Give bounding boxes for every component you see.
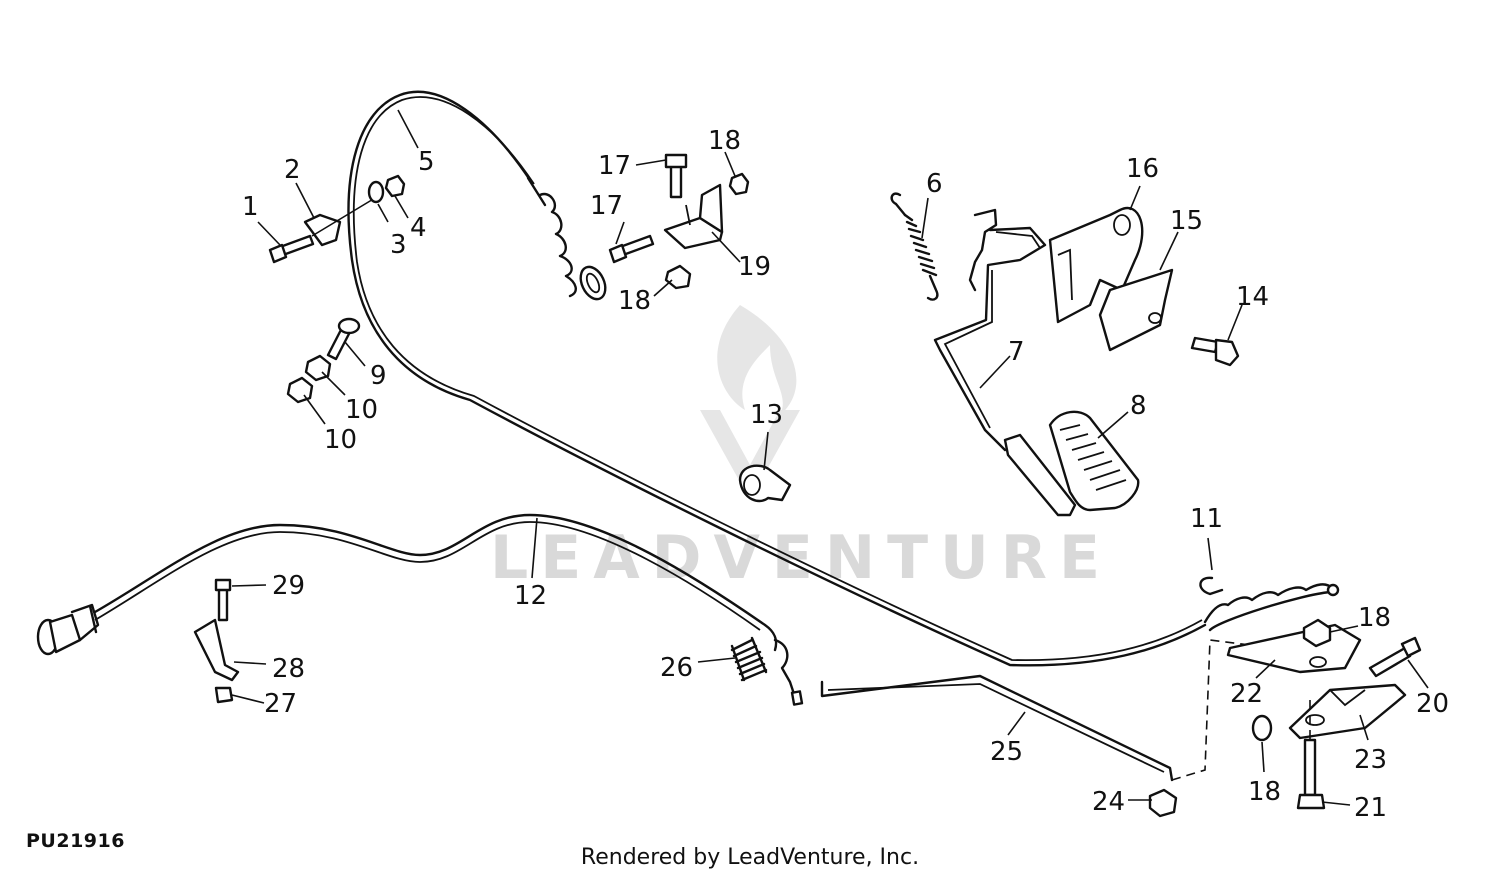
bolt-17-a (664, 153, 688, 199)
watermark: LEADVENTURE (490, 305, 1112, 593)
nut-18-b (664, 264, 692, 290)
leader-lines (231, 109, 1429, 806)
callout-28: 28 (272, 654, 305, 684)
nut-24 (1148, 788, 1178, 818)
nut-18-d (1302, 618, 1332, 648)
spring-6 (890, 192, 939, 301)
callout-10-a: 10 (345, 395, 378, 425)
cable-12-end (773, 638, 804, 706)
rod-25 (820, 674, 1174, 782)
callout-5: 5 (418, 147, 435, 177)
plate-15 (1098, 268, 1174, 352)
callout-3: 3 (390, 230, 407, 260)
callout-26: 26 (660, 653, 693, 683)
callout-labels: 1 2 3 4 5 6 7 8 9 10 10 11 12 13 14 15 1… (242, 126, 1449, 823)
callout-13: 13 (750, 400, 783, 430)
bolt-17-b (608, 234, 655, 264)
callout-24: 24 (1092, 787, 1125, 817)
bolt-14 (1190, 336, 1240, 367)
choke-knob (36, 603, 100, 656)
cable-12 (93, 513, 778, 652)
spring-cable-right (1203, 583, 1340, 632)
footer-credit: Rendered by LeadVenture, Inc. (580, 845, 920, 870)
callout-18-a: 18 (708, 126, 741, 156)
callout-2: 2 (284, 155, 301, 185)
callout-19: 19 (738, 252, 771, 282)
callout-17-a: 17 (598, 151, 631, 181)
pedal-pad-8 (1048, 410, 1140, 512)
bracket-19 (663, 183, 724, 250)
clip-11 (1199, 576, 1224, 596)
callout-15: 15 (1170, 206, 1203, 236)
cable-5 (347, 90, 1207, 667)
callout-18-d: 18 (1358, 603, 1391, 633)
bolt-20 (1368, 636, 1422, 678)
callout-1: 1 (242, 192, 259, 222)
callout-23: 23 (1354, 745, 1387, 775)
callout-22: 22 (1230, 679, 1263, 709)
washer-18-c (1251, 714, 1273, 742)
nut-10-b (286, 376, 314, 404)
callout-11: 11 (1190, 504, 1223, 534)
watermark-text: LEADVENTURE (490, 523, 1112, 593)
bolt-9 (326, 317, 361, 361)
callout-27: 27 (264, 689, 297, 719)
bolt-21 (1296, 738, 1326, 810)
callout-16: 16 (1126, 154, 1159, 184)
clamp-13 (738, 464, 792, 503)
callout-9: 9 (370, 361, 387, 391)
nut-18-a (728, 172, 750, 196)
spring-26 (730, 636, 768, 682)
callout-8: 8 (1130, 391, 1147, 421)
bracket-23 (1288, 683, 1407, 740)
nut-4 (384, 174, 406, 198)
callout-14: 14 (1236, 282, 1269, 312)
drawing-id: PU21916 (26, 830, 125, 852)
callout-25: 25 (990, 737, 1023, 767)
bolt-1 (268, 234, 315, 264)
callout-12: 12 (514, 581, 547, 611)
callout-21: 21 (1354, 793, 1387, 823)
bracket-16 (1048, 206, 1144, 324)
pedal-lever-7 (933, 208, 1077, 517)
bracket-22 (1226, 623, 1362, 674)
callout-18-b: 18 (618, 286, 651, 316)
callout-17-b: 17 (590, 191, 623, 221)
bracket-28 (193, 578, 240, 704)
callout-20: 20 (1416, 689, 1449, 719)
cable-5-end (526, 176, 607, 301)
callout-10-b: 10 (324, 425, 357, 455)
callout-18-c: 18 (1248, 777, 1281, 807)
callout-6: 6 (926, 169, 943, 199)
callout-29: 29 (272, 571, 305, 601)
callout-7: 7 (1008, 337, 1025, 367)
washer-3 (367, 180, 385, 204)
callout-4: 4 (410, 213, 427, 243)
